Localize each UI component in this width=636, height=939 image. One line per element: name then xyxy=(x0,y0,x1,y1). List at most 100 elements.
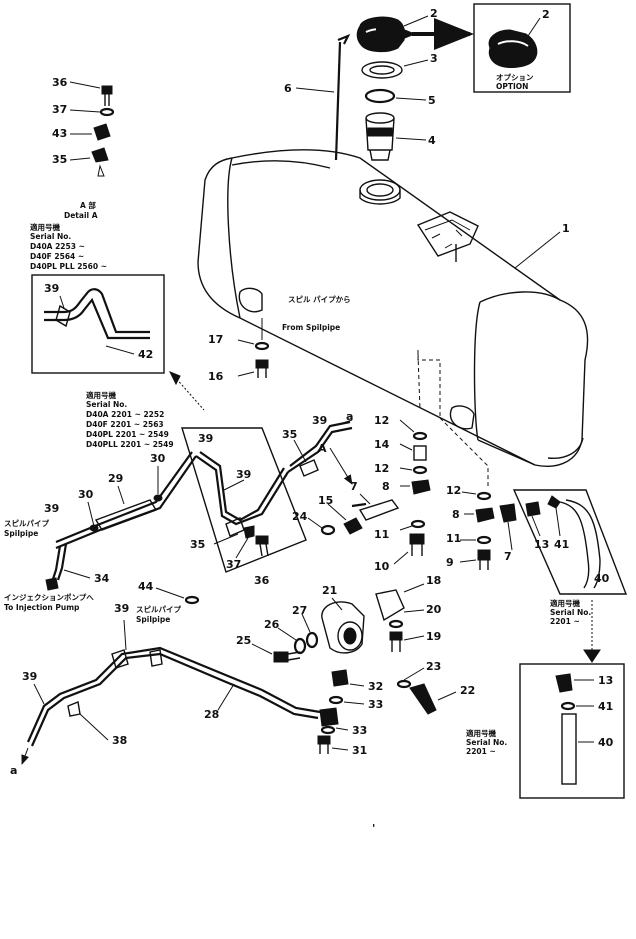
callout-35-top: 35 xyxy=(52,153,67,166)
callout-5: 5 xyxy=(428,94,436,107)
callout-11-b: 11 xyxy=(446,532,461,545)
letter-a-bottom: a xyxy=(10,764,17,777)
callout-10: 10 xyxy=(374,560,390,573)
callout-8-a: 8 xyxy=(382,480,390,493)
callout-14: 14 xyxy=(374,438,390,451)
callout-37-top: 37 xyxy=(52,103,67,116)
callout-4: 4 xyxy=(428,134,436,147)
serial-jp-top: 適用号機 xyxy=(30,222,60,232)
serial-en-top: Serial No. xyxy=(30,232,71,241)
callout-28: 28 xyxy=(204,708,219,721)
callout-13-a: 13 xyxy=(534,538,549,551)
callout-29: 29 xyxy=(108,472,123,485)
serial-mid-jp: 適用号機 xyxy=(86,390,116,400)
callout-22: 22 xyxy=(460,684,475,697)
callout-35-c: 35 xyxy=(282,428,297,441)
serial-mid-2: D40PL 2201 ~ 2549 xyxy=(86,430,169,439)
callout-19: 19 xyxy=(426,630,441,643)
callout-39-f: 39 xyxy=(114,602,129,615)
fuel-filter-assembly: 21 18 20 19 27 26 25 32 33 33 xyxy=(236,574,475,757)
stray-mark: ' xyxy=(372,822,375,835)
callout-1: 1 xyxy=(562,222,570,235)
callout-15: 15 xyxy=(318,494,333,507)
callout-7-a: 7 xyxy=(350,480,358,493)
callout-16: 16 xyxy=(208,370,224,383)
serial-mid-en: Serial No. xyxy=(86,400,127,409)
callout-33-a: 33 xyxy=(368,698,383,711)
callout-12-a: 12 xyxy=(374,414,389,427)
callout-3: 3 xyxy=(430,52,438,65)
callout-33-b: 33 xyxy=(352,724,367,737)
ser-r2-val: 2201 ~ xyxy=(466,747,496,756)
ser-r1-val: 2201 ~ xyxy=(550,617,580,626)
spill-jp-2: スピルパイプ xyxy=(4,518,49,528)
callout-8-b: 8 xyxy=(452,508,460,521)
ser-r2-jp: 適用号機 xyxy=(466,728,496,738)
callout-17: 17 xyxy=(208,333,223,346)
callout-44: 44 xyxy=(138,580,154,593)
callout-11-a: 11 xyxy=(374,528,389,541)
option-label-en: OPTION xyxy=(496,82,528,91)
spill-en-3: Spilpipe xyxy=(136,615,170,624)
callout-39-g: 39 xyxy=(22,670,37,683)
callout-41-b: 41 xyxy=(598,700,613,713)
tank-fittings: 12 14 12 8 11 10 7 15 24 A xyxy=(292,350,441,573)
callout-27: 27 xyxy=(292,604,307,617)
callout-36-top: 36 xyxy=(52,76,68,89)
callout-23: 23 xyxy=(426,660,441,673)
letter-a-top: a xyxy=(346,410,353,423)
inj-en: To Injection Pump xyxy=(4,603,80,612)
spill-en-1: From Spilpipe xyxy=(282,323,340,332)
callout-34: 34 xyxy=(94,572,110,585)
callout-39-e: 39 xyxy=(44,502,59,515)
callout-40-a: 40 xyxy=(594,572,610,585)
callout-30-a: 30 xyxy=(150,452,166,465)
callout-42: 42 xyxy=(138,348,153,361)
serial-mid-3: D40PLL 2201 ~ 2549 xyxy=(86,440,174,449)
filler-cap-stack: 2 3 5 4 6 xyxy=(284,7,474,161)
callout-9: 9 xyxy=(446,556,454,569)
callout-39-d: 39 xyxy=(312,414,327,427)
serial-mid-0: D40A 2201 ~ 2252 xyxy=(86,410,164,419)
ser-r1-en: Serial No. xyxy=(550,608,591,617)
callout-2-option: 2 xyxy=(542,8,550,21)
callout-7-b: 7 xyxy=(504,550,512,563)
option-label-jp: オプション xyxy=(496,72,534,82)
serial-top-1: D40F 2564 ~ xyxy=(30,252,84,261)
ser-r1-jp: 適用号機 xyxy=(550,598,580,608)
callout-25: 25 xyxy=(236,634,251,647)
callout-31: 31 xyxy=(352,744,367,757)
callout-13-b: 13 xyxy=(598,674,613,687)
inj-jp: インジェクションポンプへ xyxy=(4,592,94,602)
callout-2: 2 xyxy=(430,7,438,20)
callout-6: 6 xyxy=(284,82,292,95)
callout-26: 26 xyxy=(264,618,280,631)
option-cap-box: 2 オプション OPTION xyxy=(473,3,571,93)
callout-36-b: 36 xyxy=(254,574,270,587)
detail-a: A 部 Detail A 適用号機 Serial No. D40A 2253 ~… xyxy=(30,200,205,411)
callout-39-c: 39 xyxy=(236,468,251,481)
callout-12-b: 12 xyxy=(374,462,389,475)
callout-35-b: 35 xyxy=(190,538,205,551)
ser-r2-en: Serial No. xyxy=(466,738,507,747)
right-fittings: 12 8 11 9 7 xyxy=(439,417,517,570)
spill-jp-3: スピルパイプ xyxy=(136,604,181,614)
serial-top-2: D40PL PLL 2560 ~ xyxy=(30,262,107,271)
detail-a-jp: A 部 xyxy=(80,200,96,210)
fuel-tank: 1 xyxy=(197,149,589,467)
breather-detail-upper: 13 41 40 適用号機 Serial No. 2201 ~ xyxy=(512,489,628,663)
breather-detail-lower: 13 41 40 適用号機 Serial No. 2201 ~ xyxy=(466,663,625,799)
callout-41-a: 41 xyxy=(554,538,569,551)
callout-37-b: 37 xyxy=(226,558,241,571)
serial-top-0: D40A 2253 ~ xyxy=(30,242,85,251)
drain-plug: 17 16 スピル パイプから From Spilpipe xyxy=(208,294,351,383)
callout-20: 20 xyxy=(426,603,442,616)
return-pipe: 44 スピルパイプ Spilpipe 39 39 38 28 a xyxy=(10,580,321,777)
callout-39-b: 39 xyxy=(198,432,213,445)
callout-30-b: 30 xyxy=(78,488,94,501)
spill-en-2: Spilpipe xyxy=(4,529,38,538)
spill-pipe-section: 適用号機 Serial No. D40A 2201 ~ 2252 D40F 22… xyxy=(4,390,353,612)
callout-21: 21 xyxy=(322,584,337,597)
